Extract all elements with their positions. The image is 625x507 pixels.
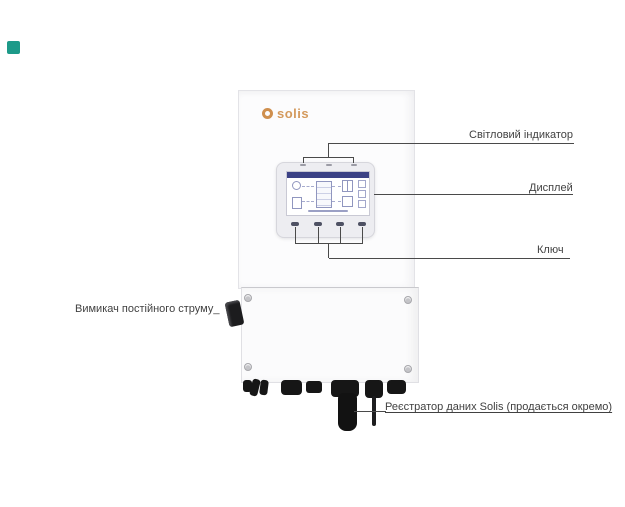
cable-gland <box>306 381 322 393</box>
key-button <box>358 222 366 226</box>
key-button <box>314 222 322 226</box>
pv-icon <box>292 181 301 190</box>
status-icon <box>358 190 366 198</box>
label-display: Дисплей <box>529 182 573 194</box>
cable-gland <box>281 380 302 395</box>
screw-icon <box>244 294 252 302</box>
callout-tick <box>295 227 296 243</box>
data-logger-stick <box>338 393 357 431</box>
callout-line-key <box>328 243 329 258</box>
key-button <box>336 222 344 226</box>
load-icon <box>342 196 353 207</box>
grid-icon <box>342 180 353 192</box>
solis-flower-icon <box>262 107 273 119</box>
cable-gland <box>387 380 406 394</box>
callout-bracket-key <box>295 243 363 244</box>
callout-tick <box>340 227 341 243</box>
callout-tick <box>303 157 304 163</box>
screw-icon <box>404 365 412 373</box>
callout-tick <box>318 227 319 243</box>
display-screen <box>286 171 370 216</box>
cable-gland <box>331 380 359 397</box>
led-indicator <box>300 164 306 166</box>
callout-line-key <box>329 258 570 259</box>
key-button <box>291 222 299 226</box>
accent-square <box>7 41 20 54</box>
callout-line-display <box>374 194 573 195</box>
cable-gland <box>365 380 383 398</box>
label-light-indicator: Світловий індикатор <box>469 129 574 141</box>
cable-connector <box>259 379 269 396</box>
label-dc-switch: Вимикач постійного струму_ <box>75 303 220 315</box>
screen-header-bar <box>287 172 369 178</box>
solis-logo-text: solis <box>277 105 310 121</box>
cable-connector <box>243 380 252 392</box>
callout-line-data-logger <box>354 411 386 412</box>
callout-tick <box>362 227 363 243</box>
status-icon <box>358 180 366 188</box>
led-indicator <box>351 164 357 166</box>
callout-bracket-light-indicator <box>303 157 354 158</box>
solis-logo: solis <box>262 105 309 121</box>
screw-icon <box>244 363 252 371</box>
flow-arrow <box>302 186 314 187</box>
flow-arrow <box>332 201 341 202</box>
inverter-lower-panel <box>241 287 419 383</box>
label-key: Ключ <box>537 244 564 256</box>
screw-icon <box>404 296 412 304</box>
flow-arrow <box>302 201 314 202</box>
inverter-diagram-icon <box>316 181 332 208</box>
callout-line-light-indicator <box>328 143 329 157</box>
screen-status-line <box>308 210 348 212</box>
flow-arrow <box>332 186 341 187</box>
led-indicator <box>326 164 332 166</box>
battery-icon <box>292 197 302 209</box>
label-data-logger: Реєстратор даних Solis (продається окрем… <box>385 401 613 413</box>
callout-tick <box>353 157 354 163</box>
callout-line-light-indicator <box>328 143 574 144</box>
status-icon <box>358 200 366 208</box>
